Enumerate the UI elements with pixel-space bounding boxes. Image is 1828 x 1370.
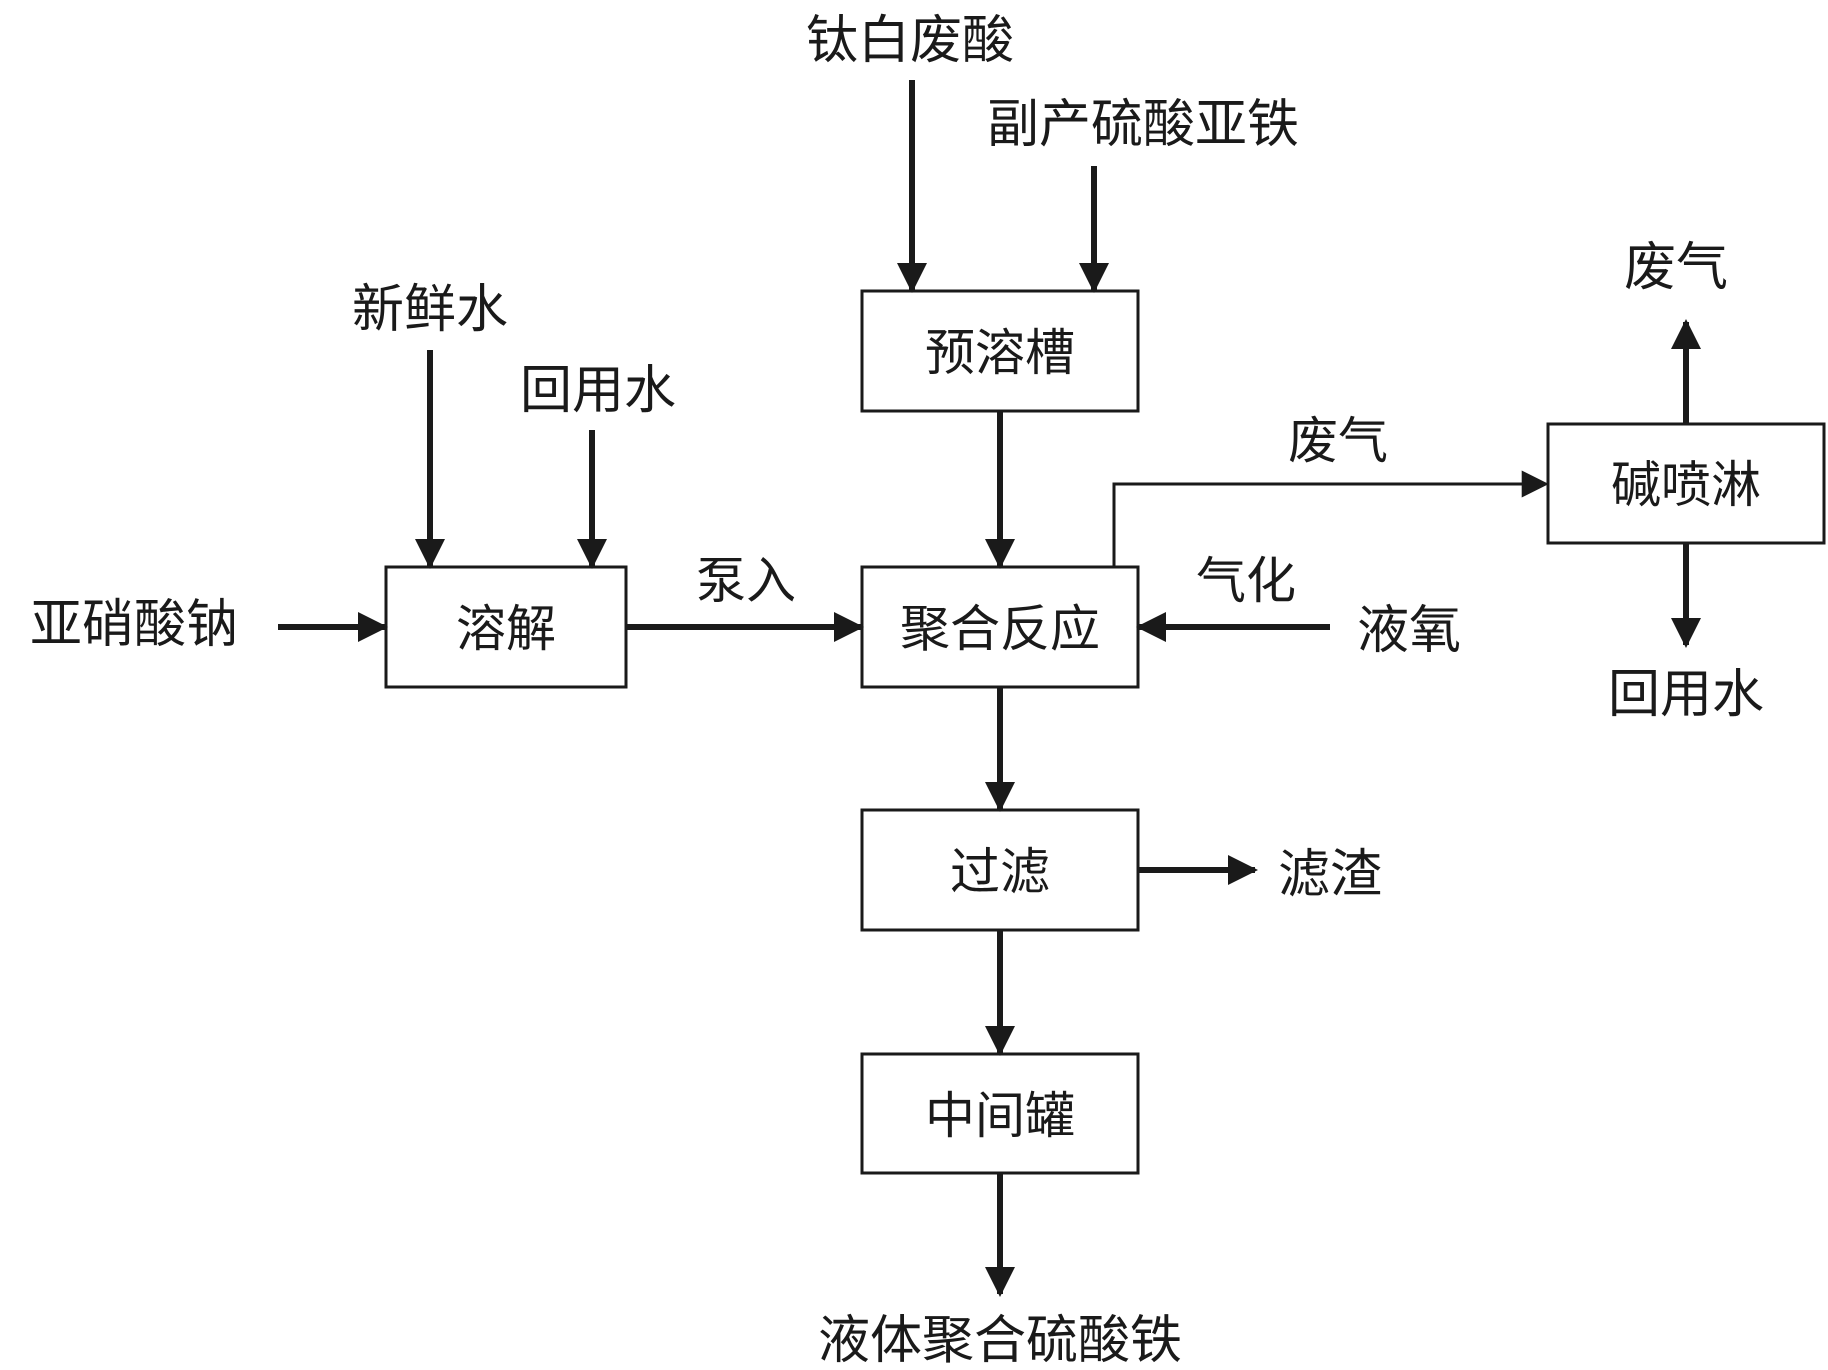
box-reaction-label: 聚合反应: [900, 600, 1100, 658]
box-tank: 中间罐: [860, 1052, 1140, 1175]
edge-label-pump-in: 泵入: [696, 552, 796, 610]
input-titanium-acid-label: 钛白废酸: [806, 11, 1014, 71]
output-product-label: 液体聚合硫酸铁: [818, 1311, 1182, 1370]
edge-label-gasify: 气化: [1196, 552, 1296, 610]
input-liquid-oxygen-label: 液氧: [1357, 601, 1461, 661]
box-scrubber: 碱喷淋: [1546, 422, 1826, 545]
output-filter-residue-label: 滤渣: [1278, 845, 1382, 905]
input-sodium-nitrite-label: 亚硝酸钠: [30, 595, 238, 655]
output-recycled-water-label: 回用水: [1608, 665, 1764, 725]
box-dissolve-label: 溶解: [456, 600, 556, 658]
edge-label-exhaust: 废气: [1288, 412, 1388, 470]
input-recycled-water-label: 回用水: [520, 361, 676, 421]
box-filter-label: 过滤: [950, 843, 1050, 901]
box-prediss-label: 预溶槽: [925, 324, 1075, 382]
input-ferrous-sulfate-label: 副产硫酸亚铁: [987, 95, 1299, 155]
input-fresh-water-label: 新鲜水: [352, 280, 508, 340]
box-reaction: 聚合反应: [860, 565, 1140, 689]
box-scrubber-label: 碱喷淋: [1611, 456, 1761, 514]
arrow-reaction-exhaust-to-scrubber: [1112, 470, 1549, 566]
box-dissolve: 溶解: [384, 565, 628, 689]
box-filter: 过滤: [860, 808, 1140, 932]
box-tank-label: 中间罐: [925, 1087, 1075, 1145]
output-exhaust-label: 废气: [1624, 238, 1728, 298]
box-prediss: 预溶槽: [860, 289, 1140, 413]
